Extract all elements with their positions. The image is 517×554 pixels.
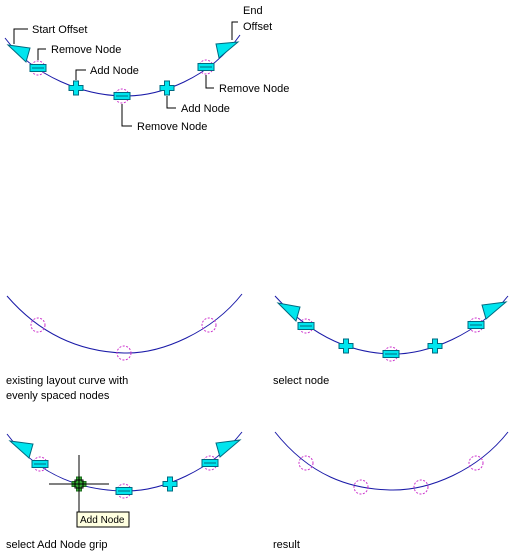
remove-node-grip-icon[interactable] [201,459,219,467]
start-offset-grip[interactable] [6,44,31,63]
overview-diagram: Start Offset End Offset Remove Node Add … [4,5,289,133]
remove-node-grip-icon[interactable] [113,92,131,100]
remove-node-label-right: Remove Node [219,83,289,95]
start-offset-label: Start Offset [32,24,87,36]
add-node-label-right: Add Node [181,103,230,115]
tooltip: Add Node [76,511,130,528]
end-offset-grip[interactable] [215,41,240,59]
layout-curve [274,431,509,491]
add-node-label-left: Add Node [90,65,139,77]
panel-existing-curve: existing layout curve with evenly spaced… [6,293,243,402]
triangle-grip-icon[interactable] [481,301,508,320]
panel-result: result [273,431,509,551]
triangle-grip-icon [6,44,31,63]
add-node-grip-icon[interactable] [427,338,443,354]
panel-select-add-node-grip: Add Node select Add Node grip [6,431,243,551]
caption-select-add-node-grip: select Add Node grip [6,539,108,551]
remove-node-grip-icon[interactable] [29,64,47,72]
layout-curve [6,293,243,354]
triangle-grip-icon[interactable] [215,439,242,458]
caption-select-node: select node [273,375,329,387]
caption-existing-line2: evenly spaced nodes [6,390,110,402]
crosshair-cursor-icon [49,455,109,512]
add-node-grip-icon[interactable] [159,80,175,96]
remove-node-label-center: Remove Node [137,121,207,133]
tooltip-text: Add Node [80,515,125,526]
add-node-grip-icon[interactable] [68,80,84,96]
remove-node-grip-icon[interactable] [31,460,49,468]
triangle-grip-icon[interactable] [276,302,301,322]
remove-node-label-left: Remove Node [51,44,121,56]
remove-node-grip-icon[interactable] [382,350,400,358]
end-offset-label-line2: Offset [243,21,272,33]
caption-result: result [273,539,300,551]
remove-node-grip-icon[interactable] [297,322,315,330]
add-node-grip-icon[interactable] [162,476,178,492]
end-offset-label-line1: End [243,5,263,17]
remove-node-grip-icon[interactable] [115,487,133,495]
caption-existing-line1: existing layout curve with [6,375,128,387]
triangle-grip-icon [215,41,240,59]
remove-node-grip-icon[interactable] [467,321,485,329]
leader-lines [13,21,238,127]
panel-select-node: select node [273,295,509,387]
remove-node-grip-icon[interactable] [197,63,215,71]
add-node-grip-icon[interactable] [338,338,354,354]
triangle-grip-icon[interactable] [8,440,34,459]
